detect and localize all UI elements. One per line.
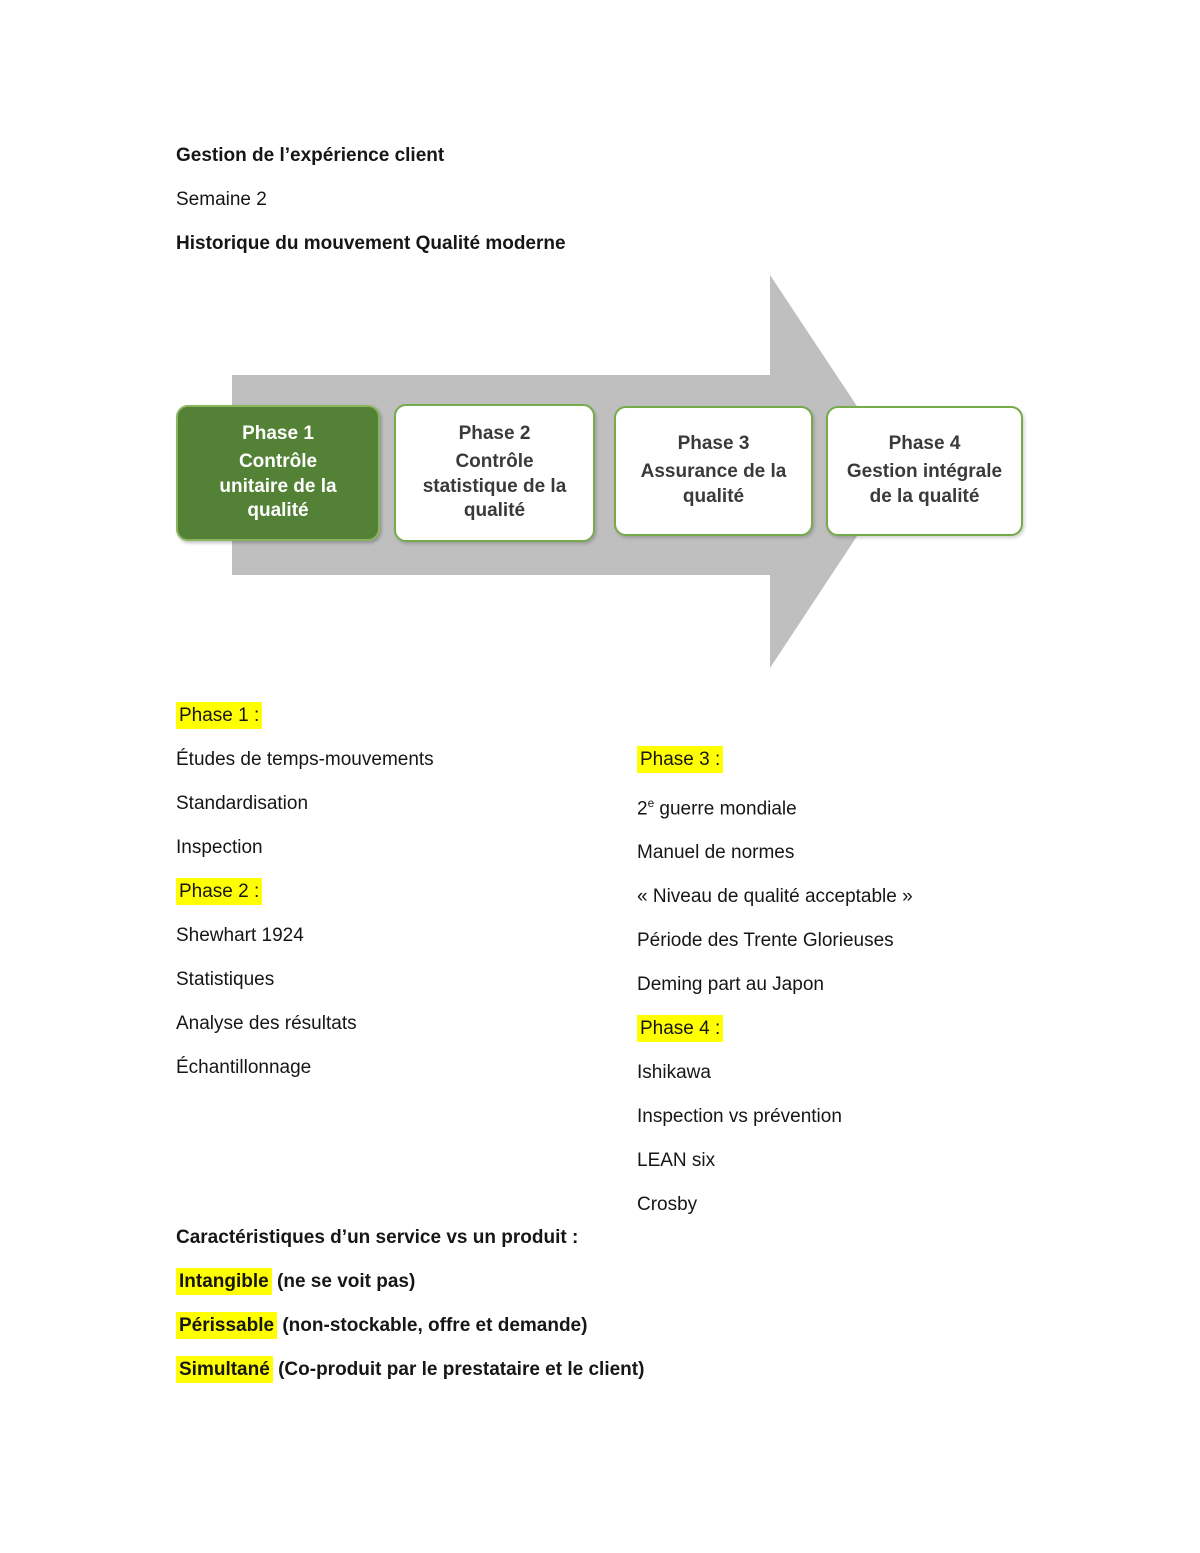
superscript-e: e	[647, 797, 655, 810]
list-item: Deming part au Japon	[637, 974, 824, 996]
characteristic-term-highlight: Périssable	[176, 1312, 278, 1339]
characteristics-section: Caractéristiques d’un service vs un prod…	[176, 1216, 644, 1392]
characteristic-item: Périssable (non-stockable, offre et dema…	[176, 1304, 644, 1348]
phase-2-heading: Phase 2 :	[176, 870, 434, 914]
list-item: Standardisation	[176, 793, 309, 814]
characteristic-desc: (ne se voit pas)	[271, 1271, 416, 1292]
phase-4-box: Phase 4 Gestion intégrale de la qualité	[826, 406, 1023, 536]
list-item: « Niveau de qualité acceptable »	[637, 886, 913, 908]
characteristic-item: Simultané (Co-produit par le prestataire…	[176, 1348, 644, 1392]
list-item: Analyse des résultats	[176, 1013, 357, 1034]
list-item: Inspection	[176, 837, 263, 858]
phase-4-heading: Phase 4 :	[637, 1007, 913, 1051]
doc-title: Historique du mouvement Qualité moderne	[176, 233, 566, 254]
header-block: Gestion de l’expérience client Semaine 2…	[176, 134, 566, 266]
characteristic-term-highlight: Simultané	[176, 1356, 273, 1383]
list-item: LEAN six	[637, 1150, 716, 1172]
phase-1-heading-highlight: Phase 1 :	[176, 702, 263, 729]
phase-4-heading-highlight: Phase 4 :	[637, 1015, 724, 1043]
phase-3-heading: Phase 3 :	[637, 738, 913, 782]
left-column-list: Phase 1 : Études de temps-mouvements Sta…	[176, 694, 434, 1090]
list-item: Statistiques	[176, 969, 275, 990]
phase-3-heading-highlight: Phase 3 :	[637, 746, 724, 773]
list-item: Ishikawa	[637, 1062, 711, 1084]
phase-4-subtitle: Gestion intégrale de la qualité	[846, 461, 1003, 507]
phase-1-subtitle: Contrôle unitaire de la qualité	[219, 450, 337, 522]
phase-1-heading: Phase 1 :	[176, 694, 434, 738]
list-item: Échantillonnage	[176, 1057, 312, 1078]
characteristic-item: Intangible (ne se voit pas)	[176, 1260, 644, 1304]
characteristics-heading: Caractéristiques d’un service vs un prod…	[176, 1227, 579, 1248]
list-item: Manuel de normes	[637, 842, 795, 864]
list-item: Crosby	[637, 1194, 698, 1216]
phase-2-box: Phase 2 Contrôle statistique de la quali…	[394, 404, 595, 542]
characteristic-desc: (non-stockable, offre et demande)	[277, 1315, 588, 1336]
list-item: 2e guerre mondiale	[637, 782, 913, 831]
phase-1-title: Phase 1	[242, 423, 314, 445]
phase-3-title: Phase 3	[677, 433, 750, 455]
list-item: Inspection vs prévention	[637, 1106, 842, 1128]
phase-2-subtitle: Contrôle statistique de la qualité	[422, 450, 567, 522]
phase-4-title: Phase 4	[888, 433, 961, 455]
phase-3-box: Phase 3 Assurance de la qualité	[614, 406, 813, 536]
phase-2-heading-highlight: Phase 2 :	[176, 878, 263, 905]
list-item-text: 2	[637, 798, 648, 820]
phase-3-subtitle: Assurance de la qualité	[640, 461, 787, 507]
week-label: Semaine 2	[176, 189, 267, 210]
list-item: Shewhart 1924	[176, 925, 304, 946]
characteristic-desc: (Co-produit par le prestataire et le cli…	[272, 1359, 645, 1380]
right-column-list: Phase 3 : 2e guerre mondiale Manuel de n…	[637, 738, 913, 1227]
phase-2-title: Phase 2	[458, 423, 531, 445]
course-label: Gestion de l’expérience client	[176, 145, 445, 166]
phase-1-box: Phase 1 Contrôle unitaire de la qualité	[176, 405, 380, 541]
list-item: Période des Trente Glorieuses	[637, 930, 894, 952]
list-item-text: guerre mondiale	[654, 798, 797, 820]
list-item: Études de temps-mouvements	[176, 749, 434, 770]
characteristic-term-highlight: Intangible	[176, 1268, 272, 1295]
